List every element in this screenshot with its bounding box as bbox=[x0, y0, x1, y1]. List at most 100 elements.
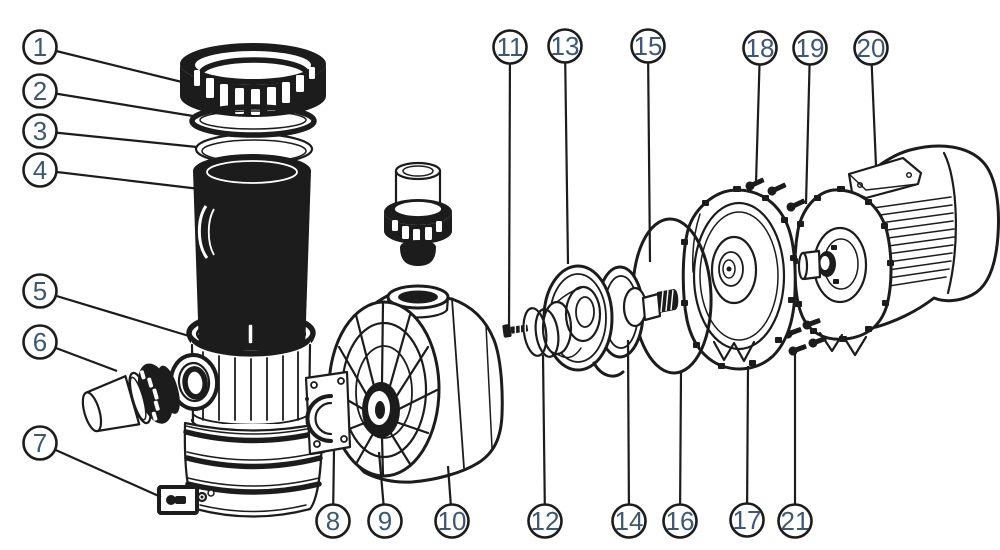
callout-16: 16 bbox=[662, 370, 698, 539]
callout-number: 12 bbox=[531, 506, 560, 536]
callout-4: 4 bbox=[22, 152, 201, 191]
callout-6: 6 bbox=[22, 324, 118, 373]
callout-13: 13 bbox=[547, 28, 583, 265]
callout-number: 20 bbox=[857, 33, 886, 63]
callout-7: 7 bbox=[22, 425, 162, 499]
lid-o-ring bbox=[189, 104, 317, 138]
drain-plug bbox=[157, 485, 215, 515]
callout-circle bbox=[630, 28, 666, 64]
callout-circle bbox=[315, 503, 351, 539]
motor-shaft bbox=[797, 245, 839, 284]
callout-leader-line bbox=[754, 47, 762, 184]
callout-leader-line bbox=[39, 441, 162, 499]
callout-circle bbox=[22, 113, 58, 149]
callout-circle bbox=[777, 503, 813, 539]
callout-number: 1 bbox=[33, 32, 47, 62]
motor-terminal-box bbox=[847, 156, 923, 200]
callout-number: 16 bbox=[666, 506, 695, 536]
callout-12: 12 bbox=[527, 354, 563, 539]
callout-circle bbox=[547, 28, 583, 64]
callout-number: 3 bbox=[33, 116, 47, 146]
callout-number: 6 bbox=[33, 327, 47, 357]
volute-spokes bbox=[328, 301, 439, 478]
callout-circle bbox=[853, 30, 889, 66]
callout-19: 19 bbox=[792, 30, 828, 205]
callout-leader-line bbox=[39, 289, 190, 338]
callout-number: 7 bbox=[33, 428, 47, 458]
tank-inlet-port bbox=[168, 353, 220, 411]
callout-21: 21 bbox=[777, 352, 813, 539]
callout-circle bbox=[729, 502, 765, 538]
callout-circle bbox=[22, 324, 58, 360]
callout-number: 10 bbox=[438, 506, 467, 536]
callout-circle bbox=[367, 503, 403, 539]
impeller bbox=[595, 265, 679, 359]
callout-circle bbox=[742, 30, 778, 66]
callout-number: 8 bbox=[326, 506, 340, 536]
callout-number: 9 bbox=[378, 506, 392, 536]
callout-number: 15 bbox=[634, 31, 663, 61]
callout-leader-line bbox=[39, 89, 194, 118]
seal-plate bbox=[681, 186, 797, 371]
outlet-union-fitting bbox=[384, 161, 452, 266]
strainer-basket bbox=[193, 154, 311, 350]
callout-circle bbox=[22, 152, 58, 188]
callout-number: 13 bbox=[551, 31, 580, 61]
callout-circle bbox=[792, 30, 828, 66]
seal-plate-tabs bbox=[681, 186, 797, 369]
callout-number: 19 bbox=[796, 33, 825, 63]
pump-tank bbox=[168, 310, 326, 518]
callout-circle bbox=[662, 503, 698, 539]
callout-2: 2 bbox=[22, 73, 194, 118]
inlet-union-fitting bbox=[81, 363, 180, 433]
callout-leader-line bbox=[39, 45, 187, 85]
callout-number: 5 bbox=[33, 276, 47, 306]
pump-housing bbox=[327, 284, 504, 484]
callout-8: 8 bbox=[315, 449, 351, 539]
callout-leader-line bbox=[869, 47, 878, 167]
callout-leader-line bbox=[626, 339, 631, 522]
motor-bolt-19 bbox=[786, 198, 806, 212]
callout-number: 11 bbox=[497, 32, 524, 62]
callout-15: 15 bbox=[630, 28, 666, 263]
mounting-flange bbox=[304, 370, 352, 456]
callout-11: 11 bbox=[492, 29, 528, 331]
callout-leader-line bbox=[541, 354, 547, 522]
callout-leader-line bbox=[507, 46, 512, 331]
callout-circle bbox=[527, 503, 563, 539]
callout-number: 2 bbox=[33, 76, 47, 106]
callout-18: 18 bbox=[742, 30, 778, 184]
callout-10: 10 bbox=[434, 465, 470, 539]
callout-3: 3 bbox=[22, 113, 198, 149]
callout-leader-line bbox=[646, 45, 652, 263]
callout-leader-line bbox=[678, 370, 683, 522]
callout-circle bbox=[22, 273, 58, 309]
callout-circle bbox=[434, 503, 470, 539]
callout-9: 9 bbox=[367, 451, 403, 539]
diffuser bbox=[541, 264, 625, 378]
callout-leader-line bbox=[39, 168, 201, 191]
callout-14: 14 bbox=[611, 339, 647, 539]
callout-leader-line bbox=[745, 365, 750, 521]
callout-circle bbox=[22, 29, 58, 65]
callout-leader-line bbox=[804, 47, 812, 205]
volute-face bbox=[327, 300, 441, 478]
callout-number: 21 bbox=[781, 506, 810, 536]
callout-circle bbox=[492, 29, 528, 65]
motor-bolts-bottom bbox=[783, 318, 827, 356]
callout-leader-line bbox=[563, 45, 570, 265]
callout-number: 4 bbox=[33, 155, 47, 185]
callout-circle bbox=[22, 73, 58, 109]
callout-17: 17 bbox=[729, 365, 765, 538]
motor-front-plate bbox=[791, 186, 894, 357]
callout-circle bbox=[611, 503, 647, 539]
motor-assembly bbox=[502, 144, 1000, 378]
motor bbox=[791, 144, 1000, 357]
callout-circle bbox=[22, 425, 58, 461]
small-o-rings bbox=[522, 307, 560, 358]
callout-1: 1 bbox=[22, 29, 187, 85]
callout-20: 20 bbox=[853, 30, 889, 167]
